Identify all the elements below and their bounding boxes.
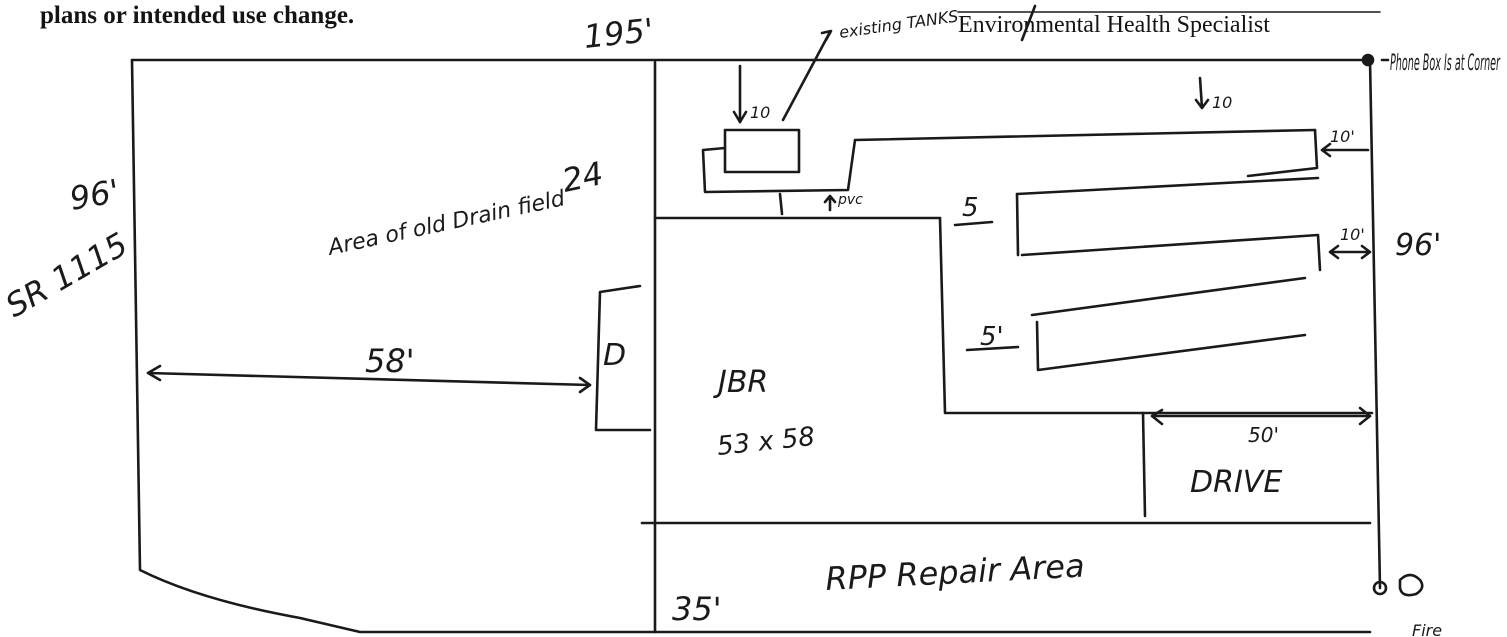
jbr-boundary — [938, 216, 1374, 415]
septic-tank — [723, 128, 801, 174]
distance-58-arrowhead-left — [146, 364, 162, 382]
depth-right-label: 96' — [1395, 228, 1441, 263]
drive-width-arrowhead-right — [1358, 406, 1372, 426]
trench-2-top — [1030, 276, 1307, 317]
road-label: SR 1115 — [0, 225, 134, 325]
drive-label: DRIVE — [1190, 465, 1282, 500]
trench-1-left-end — [1015, 192, 1020, 257]
trench-setback-label: 10 — [1212, 93, 1232, 112]
trench-1-bottom — [1020, 233, 1322, 272]
signature-stroke — [1020, 4, 1037, 42]
property-line-right — [1368, 58, 1382, 590]
trench-spacing-label-2: 5' — [980, 322, 1004, 352]
corner-marker — [1372, 580, 1388, 596]
spacing-tick-2 — [965, 345, 1020, 352]
trench-spacing-label-1: 5 — [962, 193, 979, 223]
dimension-24-label: 24 — [559, 154, 607, 200]
corner-setback-label-1: 10' — [1330, 127, 1355, 146]
building-outline — [594, 284, 652, 432]
drive-width-label: 50' — [1248, 423, 1279, 447]
old-drainfield-label: Area of old Drain field — [324, 186, 568, 261]
trench-2-bottom — [1035, 320, 1307, 372]
jbr-size-label: 53 x 58 — [716, 422, 817, 462]
pvc-label: pvc — [837, 192, 863, 208]
property-line-left-bottom — [130, 58, 1372, 634]
dimension-35-label: 35' — [672, 590, 722, 628]
distance-58-arrow — [146, 371, 592, 387]
fire-symbol — [1398, 573, 1424, 597]
depth-left-label: 96' — [67, 172, 122, 218]
drive-width-arrowhead-left — [1150, 408, 1164, 426]
phone-box-marker — [1361, 53, 1375, 67]
building-marker-label: D — [603, 338, 626, 373]
fire-note-label: Fire — [1412, 621, 1442, 637]
tank-setback-arrowhead — [732, 110, 748, 124]
corner-setback-label-2: 10' — [1340, 225, 1365, 244]
supply-line-end — [1246, 128, 1319, 178]
frontage-label: 195' — [582, 11, 655, 56]
trench-1-top — [1015, 176, 1320, 196]
distance-58-label: 58' — [365, 342, 415, 380]
distance-58-arrowhead-right — [578, 376, 592, 394]
trench-setback-arrow — [1194, 76, 1210, 110]
jbr-label: JBR — [713, 365, 768, 400]
existing-tanks-label: existing TANKS — [838, 6, 960, 42]
existing-tanks-pointer — [781, 30, 832, 122]
drive-boundary — [1141, 411, 1147, 518]
spacing-tick-1 — [953, 220, 994, 227]
signer-title: Environmental Health Specialist — [958, 12, 1270, 38]
corner-setback-arrow-1 — [1320, 142, 1370, 158]
pvc-connector — [778, 192, 784, 216]
corner-setback-arrow-2 — [1328, 244, 1372, 260]
supply-line — [701, 128, 1317, 194]
phone-box-note-text: Phone Box Is at Corner — [1390, 51, 1501, 76]
tank-setback-label: 10 — [750, 103, 770, 122]
phone-box-note: Phone Box Is at Corner — [1390, 51, 1501, 76]
header-instruction-text: plans or intended use change. — [40, 2, 355, 29]
existing-tanks-pointer-head — [820, 29, 833, 42]
repair-area-label: RPP Repair Area — [824, 546, 1085, 598]
pvc-arrow — [823, 194, 837, 212]
